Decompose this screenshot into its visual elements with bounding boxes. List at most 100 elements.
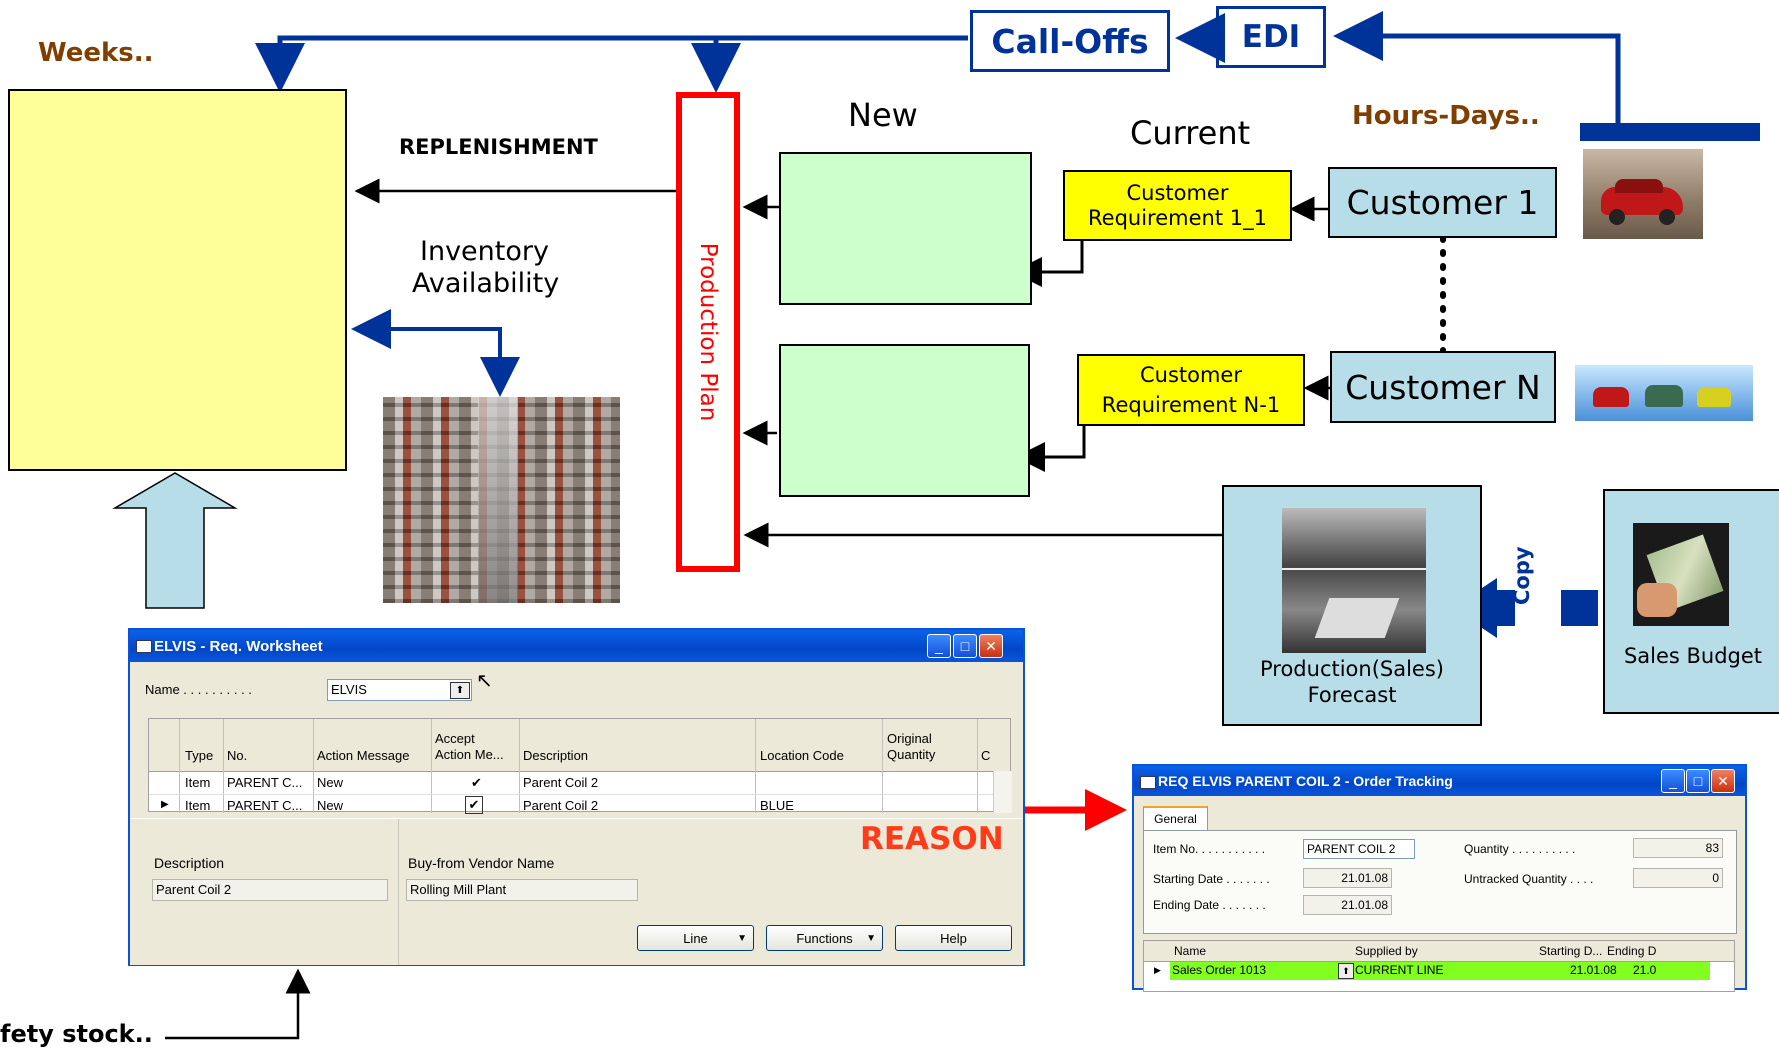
factory-photo [1282,508,1426,653]
warehouse-coils-photo [383,397,620,603]
col-starting[interactable]: Starting D... [1539,944,1603,958]
col-supplied-by[interactable]: Supplied by [1355,944,1418,958]
req1-to-green [1012,240,1084,287]
order-tracking-title: REQ ELVIS PARENT COIL 2 - Order Tracking [1158,773,1453,789]
item-no-field[interactable]: PARENT COIL 2 [1303,839,1415,859]
minimize-button[interactable]: _ [927,634,951,658]
tab-general[interactable]: General [1143,806,1208,830]
cust-req-n-line2: Requirement N-1 [1101,393,1281,417]
inventory-label-1: Inventory [420,236,549,267]
customers-to-edi [1333,10,1621,128]
order-tracking-titlebar[interactable]: REQ ELVIS PARENT COIL 2 - Order Tracking [1134,766,1745,796]
col-description[interactable]: Description [523,748,589,763]
name-field[interactable]: ELVIS [327,679,472,701]
cust-req-1-line2: Requirement 1_1 [1088,205,1267,230]
col-name[interactable]: Name [1174,944,1207,958]
customer-requirement-n: Customer Requirement N-1 [1077,354,1305,426]
row-selector-icon: ▶ [161,799,169,810]
call-offs-box: Call-Offs [970,10,1170,72]
inventory-label-2: Availability [412,268,560,299]
col-location[interactable]: Location Code [760,748,844,763]
req-worksheet-titlebar[interactable]: ELVIS - Req. Worksheet [130,630,1023,662]
col-ending[interactable]: Ending D [1607,944,1657,958]
close-button[interactable]: ✕ [1711,769,1735,793]
table-row[interactable]: Item PARENT C... New ✔ Parent Coil 2 [149,772,1010,795]
window-icon [1140,776,1156,789]
new-plan-box-1 [779,152,1032,305]
inventory-arrow [351,309,502,392]
close-button[interactable]: ✕ [979,634,1003,658]
forecast-line-1: Production(Sales) [1259,657,1444,681]
calloff-line [255,35,968,93]
money-photo [1633,523,1729,626]
customer-1-box: Customer 1 [1328,167,1557,238]
detail-panel: Description Parent Coil 2 Buy-from Vendo… [130,818,1023,965]
table-row[interactable]: ▶ Item PARENT C... New ✔ Parent Coil 2 B… [161,796,794,814]
ending-date-field[interactable]: 21.01.08 [1303,895,1392,915]
maximize-button[interactable]: □ [1686,769,1710,793]
copy-arrow [1482,578,1515,638]
lookup-icon[interactable]: ⬆ [1338,963,1354,979]
sales-budget-box: Sales Budget [1603,489,1779,714]
safety-stock-label: fety stock.. [0,1020,153,1048]
untracked-label: Untracked Quantity . . . . [1464,872,1594,886]
functions-button[interactable]: Functions▼ [766,925,883,951]
starting-date-label: Starting Date . . . . . . . [1153,872,1270,886]
col-c[interactable]: C [981,748,991,763]
current-label: Current [1130,114,1251,152]
table-row[interactable]: Sales Order 1013 ⬆ CURRENT LINE 21.01.08… [1170,962,1710,980]
help-button[interactable]: Help [895,925,1012,951]
reason-label: REASON [860,821,1004,857]
forecast-line-2: Forecast [1307,683,1397,707]
forecast-box: Production(Sales) Forecast [1222,485,1482,726]
reqn-to-green [1015,425,1086,472]
starting-date-field[interactable]: 21.01.08 [1303,868,1392,888]
vendor-field[interactable]: Rolling Mill Plant [406,879,638,901]
red-car-photo [1583,149,1703,239]
new-label: New [848,96,918,134]
vendor-label: Buy-from Vendor Name [408,855,555,871]
order-tracking-window[interactable]: REQ ELVIS PARENT COIL 2 - Order Tracking… [1132,764,1747,992]
copy-label: Copy [1510,546,1534,605]
safety-stock-arrow [165,968,311,1040]
description-field[interactable]: Parent Coil 2 [152,879,388,901]
quantity-label: Quantity . . . . . . . . . . [1464,842,1576,856]
copy-square [1561,590,1598,626]
untracked-field[interactable]: 0 [1633,868,1723,888]
production-plan-label: Production Plan [695,242,721,422]
big-up-arrow [112,472,238,609]
inventory-box [8,89,347,471]
accept-checkbox[interactable]: ✔ [465,796,483,814]
line-button[interactable]: Line▼ [637,925,754,951]
tracking-grid[interactable]: Name Supplied by Starting D... Ending D … [1143,940,1735,992]
cust-req-n-line1: Customer [1139,363,1242,387]
sales-budget-label: Sales Budget [1623,644,1763,668]
replenishment-label: REPLENISHMENT [399,135,598,159]
customer-n-box: Customer N [1330,351,1556,423]
name-lookup-button[interactable]: ⬆ [450,682,470,699]
cars-lineup-photo [1575,365,1753,421]
hours-days-label: Hours-Days.. [1352,101,1540,131]
row-selector-icon: ▶ [1154,965,1161,975]
col-action-message[interactable]: Action Message [317,748,410,763]
window-icon [136,640,152,653]
description-label: Description [154,855,225,871]
col-no[interactable]: No. [227,748,248,763]
minimize-button[interactable]: _ [1661,769,1685,793]
ending-date-label: Ending Date . . . . . . . [1153,898,1266,912]
req-worksheet-window[interactable]: ELVIS - Req. Worksheet _ □ ✕ Name . . . … [128,628,1025,966]
general-panel: Item No. . . . . . . . . . . PARENT COIL… [1143,830,1737,934]
col-type[interactable]: Type [185,748,214,763]
grid-scrollbar[interactable] [993,771,1012,813]
mouse-cursor-icon: ↖ [476,668,493,692]
weeks-label: Weeks.. [38,38,154,68]
maximize-button[interactable]: □ [953,634,977,658]
new-plan-box-2 [779,344,1030,497]
edi-box: EDI [1216,6,1326,68]
quantity-field[interactable]: 83 [1633,838,1723,858]
customer-requirement-1: Customer Requirement 1_1 [1063,170,1292,241]
